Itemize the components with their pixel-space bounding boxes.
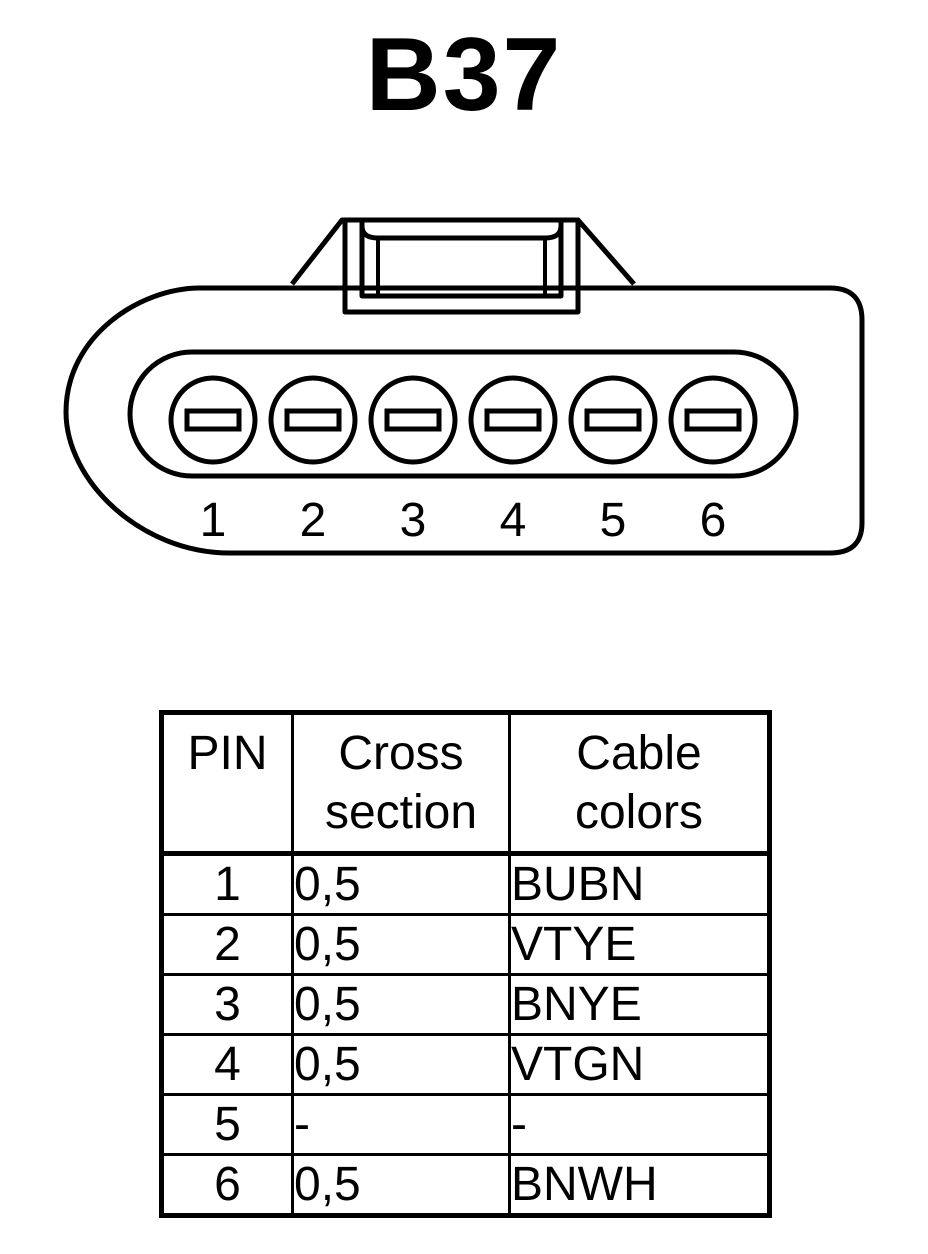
cell-pin: 5 xyxy=(160,1093,294,1156)
connector-housing xyxy=(63,285,865,556)
table-row: 2 0,5 VTYE xyxy=(160,913,771,976)
pin-contact-5 xyxy=(584,408,642,432)
cell-cable-colors: VTYE xyxy=(508,913,771,976)
cell-cross-section: 0,5 xyxy=(291,913,511,976)
table-row: 6 0,5 BNWH xyxy=(160,1153,771,1217)
cell-cross-section: 0,5 xyxy=(291,1153,511,1217)
cell-cable-colors: BNWH xyxy=(508,1153,771,1217)
table-row: 5 - - xyxy=(160,1093,771,1156)
cell-cable-colors: - xyxy=(508,1093,771,1156)
pin-contact-2 xyxy=(284,408,342,432)
pin-contact-6 xyxy=(684,408,742,432)
cell-cross-section: 0,5 xyxy=(291,973,511,1036)
header-cable-colors: Cable colors xyxy=(508,711,771,855)
cell-cable-colors: BUBN xyxy=(508,852,771,916)
pin-number-label: 6 xyxy=(700,494,727,547)
pin-table: PIN Cross section Cable colors 1 0,5 BUB… xyxy=(159,710,772,1218)
cell-pin: 4 xyxy=(160,1033,294,1096)
cell-cross-section: 0,5 xyxy=(291,852,511,916)
header-cross-section: Cross section xyxy=(291,711,511,855)
cell-pin: 3 xyxy=(160,973,294,1036)
pin-number-label: 4 xyxy=(500,494,527,547)
connector-title: B37 xyxy=(365,17,563,133)
pin-number-label: 1 xyxy=(200,494,227,547)
cell-cable-colors: VTGN xyxy=(508,1033,771,1096)
pin-number-label: 3 xyxy=(400,494,427,547)
cell-cross-section: 0,5 xyxy=(291,1033,511,1096)
pin-contact-4 xyxy=(484,408,542,432)
pin-cavity xyxy=(127,349,799,479)
header-pin: PIN xyxy=(160,711,294,855)
connector-latch-slot xyxy=(359,222,564,299)
cell-cable-colors: BNYE xyxy=(508,973,771,1036)
pin-contact-3 xyxy=(384,408,442,432)
cell-pin: 6 xyxy=(160,1153,294,1217)
connector-diagram: 1 2 3 4 5 6 xyxy=(63,217,865,556)
pin-contact-1 xyxy=(184,408,242,432)
connector-latch-body xyxy=(342,217,581,315)
cell-pin: 1 xyxy=(160,852,294,916)
pin-number-label: 2 xyxy=(300,494,327,547)
table-row: 1 0,5 BUBN xyxy=(160,852,771,916)
cell-pin: 2 xyxy=(160,913,294,976)
pin-number-label: 5 xyxy=(600,494,627,547)
cell-cross-section: - xyxy=(291,1093,511,1156)
table-row: 3 0,5 BNYE xyxy=(160,973,771,1036)
table-row: 4 0,5 VTGN xyxy=(160,1033,771,1096)
pin-table-header: PIN Cross section Cable colors xyxy=(160,711,771,855)
